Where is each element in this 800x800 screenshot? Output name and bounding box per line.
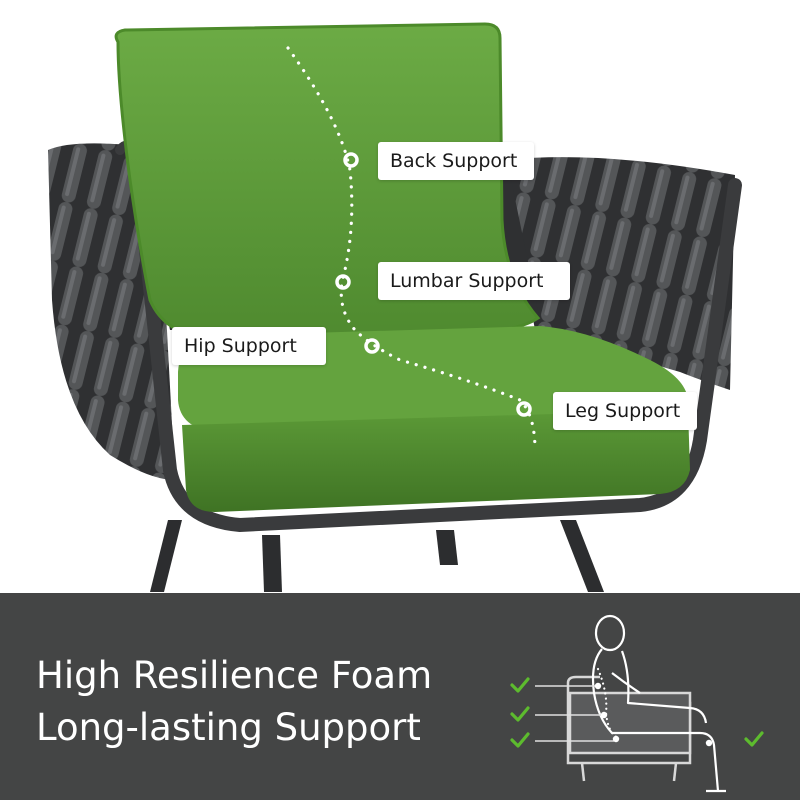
leg-support-label: Leg Support <box>553 392 697 430</box>
hip-support-marker <box>364 338 380 354</box>
checkmark-icon <box>510 677 530 693</box>
seated-person-diagram <box>510 614 764 793</box>
seat-cushion-front <box>182 410 690 512</box>
checkmark-icon <box>510 732 530 748</box>
lumbar-support-marker <box>335 274 351 290</box>
back-support-marker <box>343 152 359 168</box>
support-dotted-line <box>286 46 537 452</box>
support-pointer-lines <box>535 685 614 742</box>
headline-foam: High Resilience Foam <box>36 654 433 697</box>
lumbar-support-label: Lumbar Support <box>378 262 570 300</box>
checkmark-icon <box>744 731 764 747</box>
sofa-outline-icon <box>566 675 692 782</box>
hip-support-label: Hip Support <box>172 327 326 365</box>
feature-banner: High Resilience Foam Long-lasting Suppor… <box>0 593 800 800</box>
checkmark-icon <box>510 706 530 722</box>
back-support-label: Back Support <box>378 142 534 180</box>
headline-support: Long-lasting Support <box>36 706 421 749</box>
seated-person-icon <box>591 614 726 793</box>
chair-legs <box>150 520 604 592</box>
leg-support-marker <box>516 401 532 417</box>
